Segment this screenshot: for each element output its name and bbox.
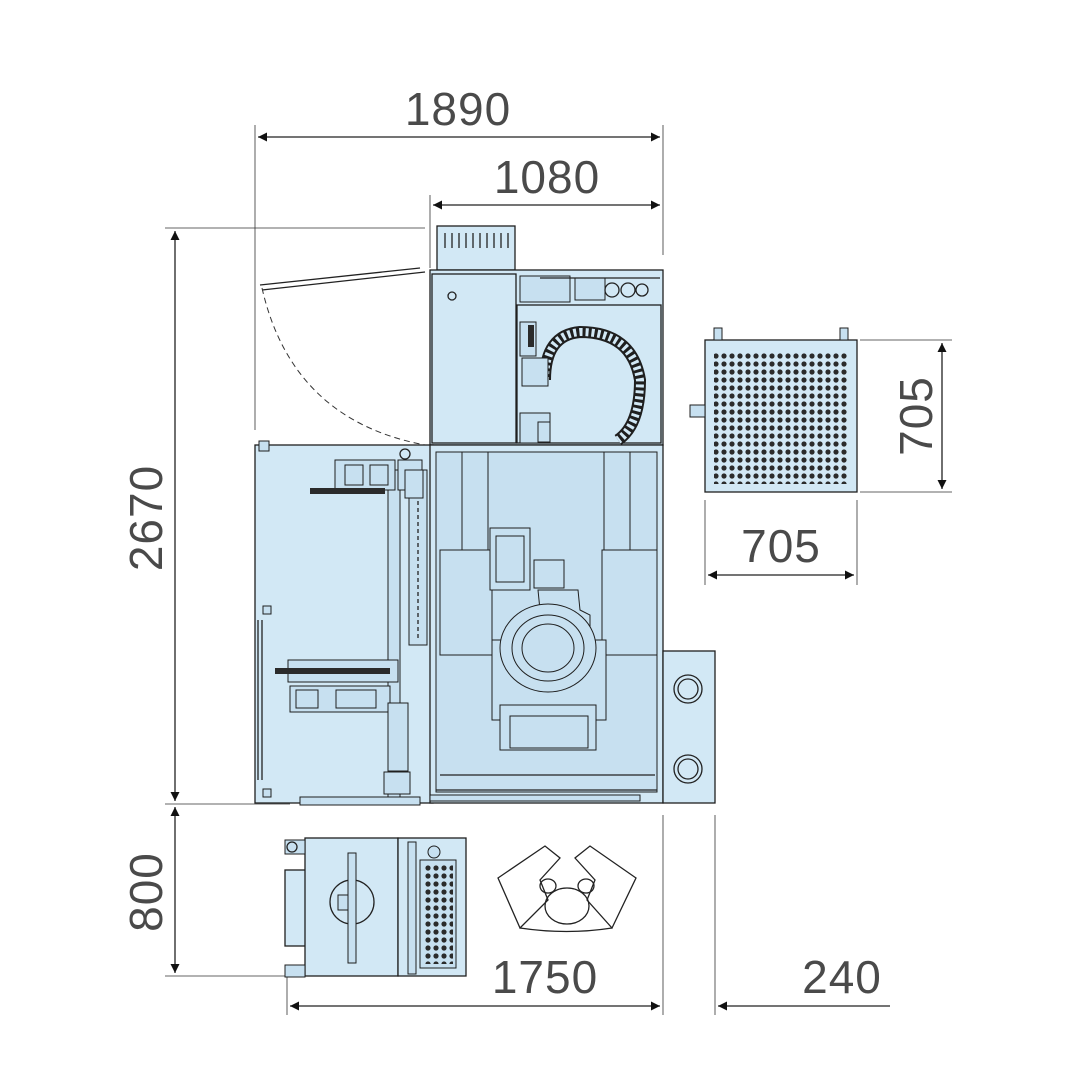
- loader-enclosure: [254, 440, 445, 804]
- dim-operator-depth: 800: [120, 807, 295, 977]
- dim-overall-width: 1890: [254, 83, 664, 430]
- dim-console-width: 1750: [286, 815, 664, 1015]
- dim-label-overall-width: 1890: [405, 83, 511, 135]
- electrical-cabinet: [429, 269, 664, 446]
- operator-console: [284, 837, 467, 978]
- dim-label-side-width: 240: [802, 951, 882, 1003]
- dim-machine-width: 1080: [429, 151, 660, 268]
- keyboard-icon: [419, 845, 457, 969]
- dim-label-chiller-depth: 705: [890, 376, 942, 456]
- dim-side-width: 240: [714, 815, 890, 1015]
- dim-label-overall-depth: 2670: [120, 465, 172, 571]
- monitor-icon: [329, 852, 375, 964]
- chiller-unit: [689, 327, 858, 493]
- operator-icon: [497, 845, 637, 933]
- dim-label-operator-depth: 800: [120, 852, 172, 932]
- rear-vent-unit: [436, 225, 516, 271]
- side-port-panel: [662, 650, 716, 804]
- vent-grille-icon: [444, 233, 509, 248]
- dim-label-machine-width: 1080: [494, 151, 600, 203]
- dim-label-chiller-width: 705: [741, 520, 821, 572]
- dim-chiller-width: 705: [704, 500, 858, 585]
- dim-label-console-width: 1750: [492, 951, 598, 1003]
- door-swing: [259, 267, 426, 446]
- dim-chiller-depth: 705: [860, 339, 952, 493]
- work-area: [299, 444, 664, 806]
- dim-overall-depth: 2670: [120, 227, 425, 805]
